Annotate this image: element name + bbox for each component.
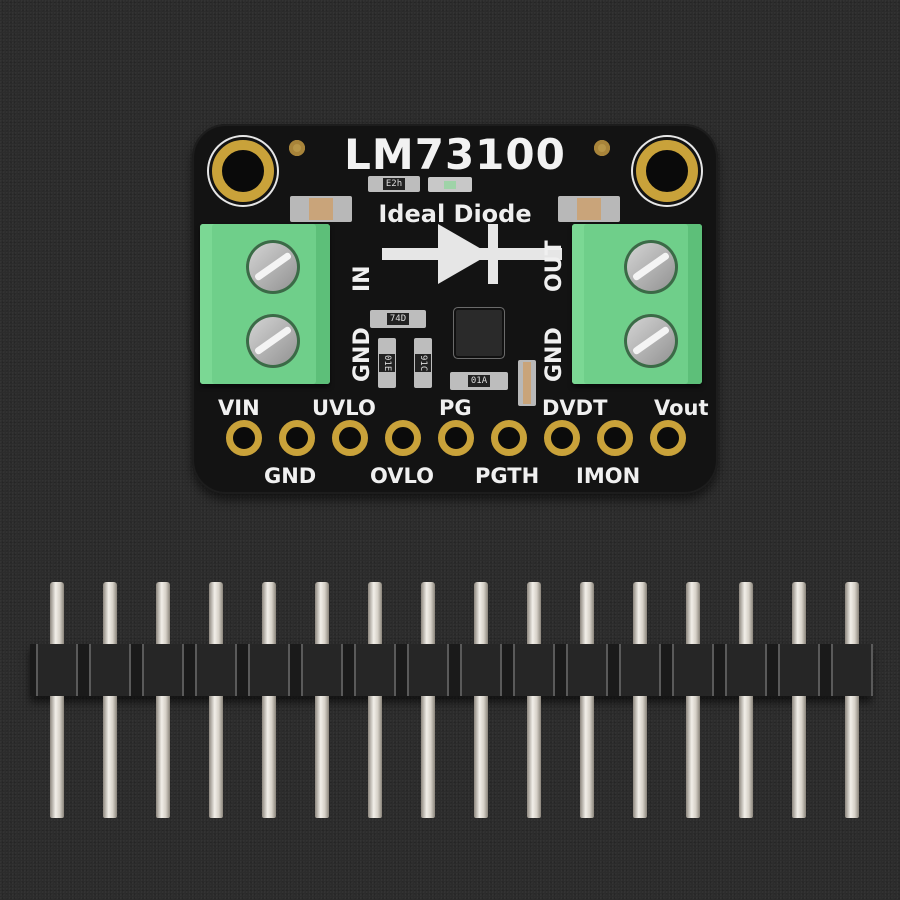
- board-subtitle: Ideal Diode: [378, 200, 532, 228]
- header-pin: [209, 582, 223, 818]
- header-segment: [672, 644, 714, 696]
- input-terminal-block[interactable]: [200, 224, 330, 384]
- resistor-01a: 01A: [450, 372, 508, 390]
- header-segment: [778, 644, 820, 696]
- header-pin: [368, 582, 382, 818]
- header-pin: [527, 582, 541, 818]
- resistor-01e: 01E: [378, 338, 396, 388]
- lm73100-breakout-board: LM73100 E2h Ideal Diode IN GND OUT GND 7…: [192, 124, 718, 494]
- header-segment: [89, 644, 131, 696]
- screw-icon[interactable]: [246, 240, 300, 294]
- breakout-pad-row: [226, 420, 686, 456]
- pin-label-pg: PG: [439, 396, 472, 420]
- pad-ovlo[interactable]: [385, 420, 421, 456]
- output-terminal-block[interactable]: [572, 224, 702, 384]
- pin-label-dvdt: DVDT: [542, 396, 608, 420]
- header-segment: [36, 644, 78, 696]
- pad-vout[interactable]: [650, 420, 686, 456]
- pin-label-imon: IMON: [576, 464, 641, 488]
- fiducial-left: [289, 140, 305, 156]
- header-segment: [142, 644, 184, 696]
- capacitor-small: [518, 360, 536, 406]
- header-pin: [845, 582, 859, 818]
- resistor-91c: 91C: [414, 338, 432, 388]
- header-pin: [474, 582, 488, 818]
- header-segment: [513, 644, 555, 696]
- pin-label-uvlo: UVLO: [312, 396, 376, 420]
- header-segment: [407, 644, 449, 696]
- status-led: [428, 177, 472, 192]
- pin-label-vin: VIN: [218, 396, 260, 420]
- pin-label-vout: Vout: [654, 396, 709, 420]
- mounting-hole-left: [212, 140, 274, 202]
- resistor-74d: 74D: [370, 310, 426, 328]
- screw-icon[interactable]: [624, 314, 678, 368]
- board-title: LM73100: [344, 130, 566, 179]
- label-in: IN: [350, 265, 375, 292]
- header-pin: [633, 582, 647, 818]
- pin-label-pgth: PGTH: [475, 464, 540, 488]
- header-pin: [315, 582, 329, 818]
- header-segment: [354, 644, 396, 696]
- mounting-hole-right: [636, 140, 698, 202]
- header-segment: [460, 644, 502, 696]
- header-segment: [831, 644, 873, 696]
- header-segment: [195, 644, 237, 696]
- header-segment: [725, 644, 767, 696]
- header-pin: [50, 582, 64, 818]
- header-pin: [103, 582, 117, 818]
- header-segment: [619, 644, 661, 696]
- label-out: OUT: [542, 240, 567, 292]
- resistor-e2h: E2h: [368, 176, 420, 192]
- header-segment: [301, 644, 343, 696]
- pin-label-gnd: GND: [264, 464, 317, 488]
- header-pin: [792, 582, 806, 818]
- pad-gnd[interactable]: [279, 420, 315, 456]
- header-pin: [156, 582, 170, 818]
- header-segment: [248, 644, 290, 696]
- lm73100-chip: [456, 310, 502, 356]
- fiducial-right: [594, 140, 610, 156]
- screw-icon[interactable]: [624, 240, 678, 294]
- header-pin: [262, 582, 276, 818]
- pad-uvlo[interactable]: [332, 420, 368, 456]
- capacitor-left: [290, 196, 352, 222]
- pad-vin[interactable]: [226, 420, 262, 456]
- label-gnd-in: GND: [350, 327, 375, 382]
- pin-label-ovlo: OVLO: [370, 464, 435, 488]
- header-pin: [421, 582, 435, 818]
- pad-imon[interactable]: [597, 420, 633, 456]
- capacitor-right: [558, 196, 620, 222]
- header-segment: [566, 644, 608, 696]
- diode-symbol-icon: [382, 224, 562, 284]
- pad-pgth[interactable]: [491, 420, 527, 456]
- header-pin: [580, 582, 594, 818]
- label-gnd-out: GND: [542, 327, 567, 382]
- header-pin: [739, 582, 753, 818]
- pad-dvdt[interactable]: [544, 420, 580, 456]
- male-pin-header-strip[interactable]: [30, 582, 873, 822]
- pad-pg[interactable]: [438, 420, 474, 456]
- header-pin: [686, 582, 700, 818]
- screw-icon[interactable]: [246, 314, 300, 368]
